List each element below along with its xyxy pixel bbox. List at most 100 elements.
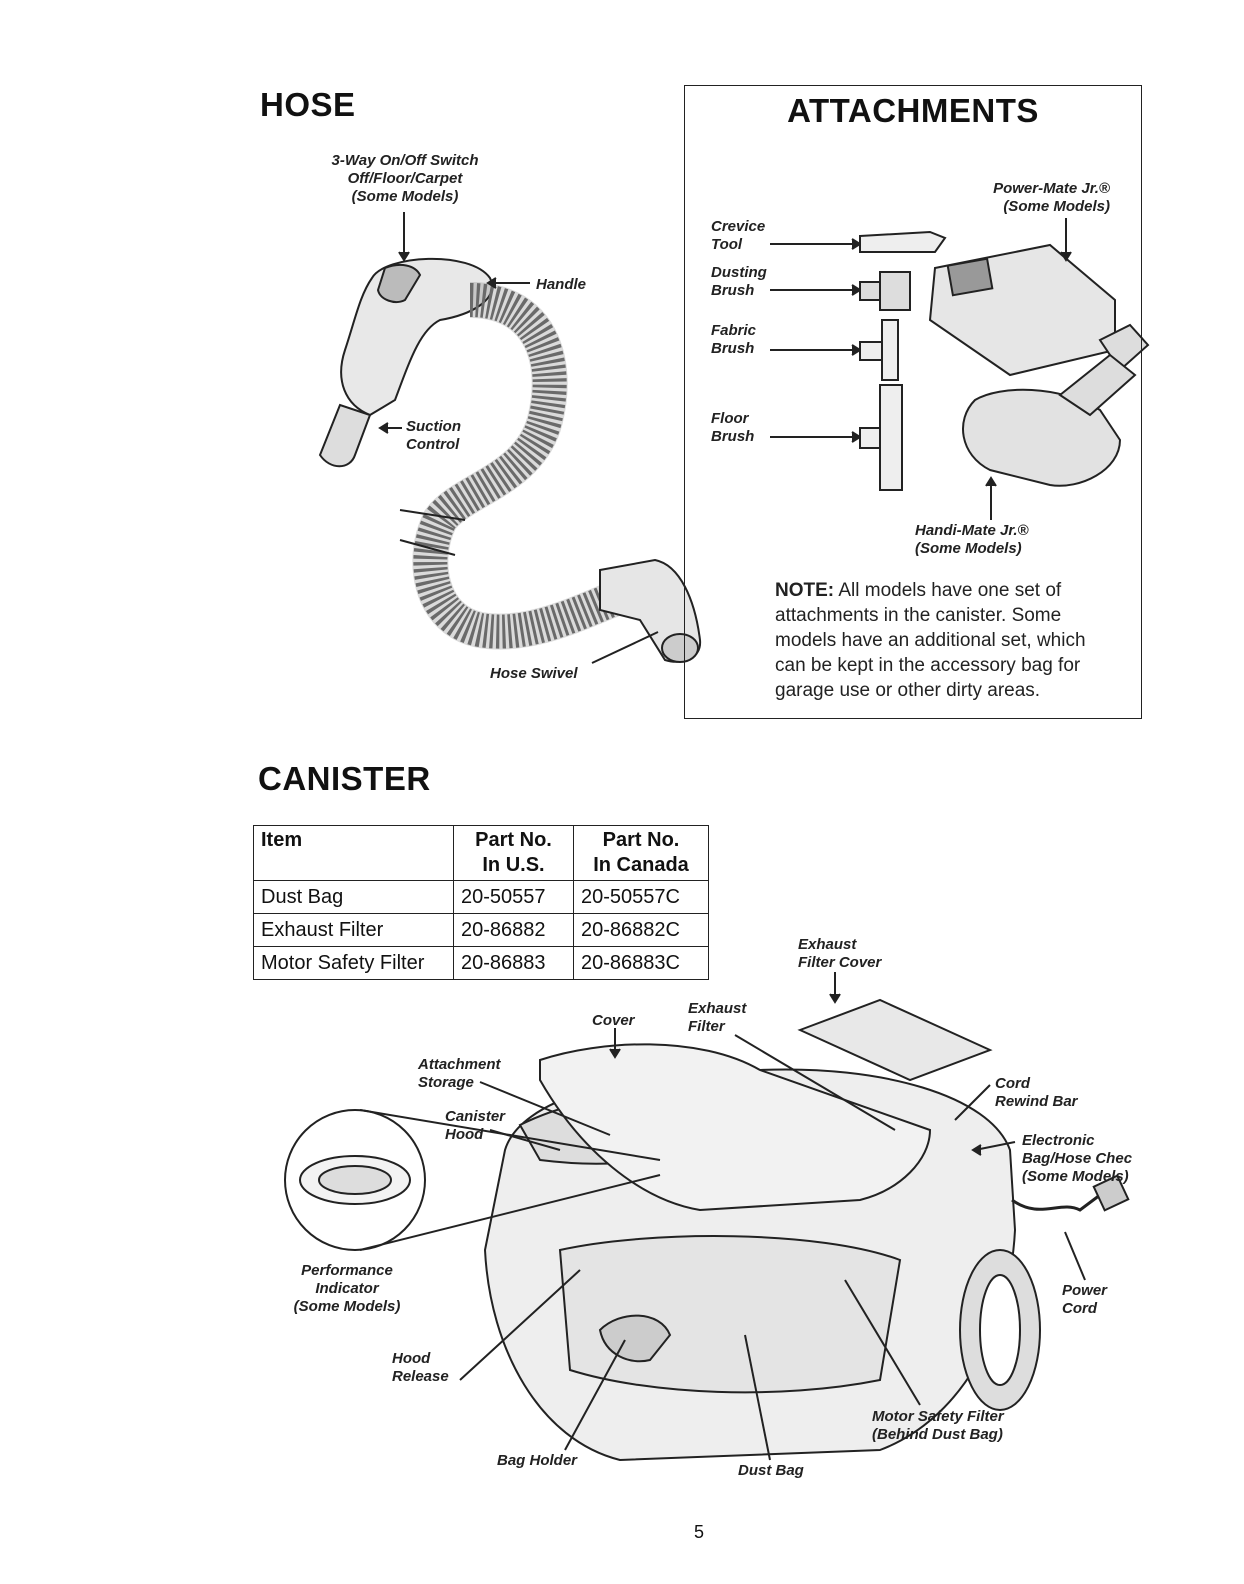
fabric-brush-label: Fabric Brush: [711, 322, 756, 358]
canister-cover-drawing: [539, 1043, 932, 1212]
hose-coil-drawing: [413, 283, 645, 649]
label-line: Control: [406, 436, 460, 453]
note-label: NOTE:: [775, 580, 835, 601]
label-line: (Some Models): [351, 188, 459, 205]
dust-bag-label: Dust Bag: [738, 1462, 804, 1479]
label-line: Exhaust: [688, 1000, 747, 1017]
header-line: In Canada: [593, 854, 689, 876]
label-line: (Behind Dust Bag): [872, 1426, 1003, 1443]
label-line: Off/Floor/Carpet: [347, 170, 463, 187]
label-line: Attachment: [418, 1056, 501, 1073]
electronic-bag-hose-check-label: Electronic Bag/Hose Chec (Some Models): [1022, 1132, 1132, 1186]
note-line: attachments in the canister. Some: [775, 605, 1062, 626]
dust-bag-drawing: [558, 1235, 902, 1394]
label-line: Cord: [1062, 1300, 1097, 1317]
canister-heading: CANISTER: [258, 760, 431, 797]
label-line: (Some Models): [915, 540, 1022, 557]
table-cell: 20-86882: [453, 913, 574, 947]
label-line: Rewind Bar: [995, 1093, 1078, 1110]
label-line: Storage: [418, 1074, 474, 1091]
table-header-cell: Part No. In U.S.: [453, 825, 574, 881]
table-cell: 20-86882C: [573, 913, 709, 947]
exhaust-filter-label: Exhaust Filter: [688, 1000, 746, 1036]
power-mate-label: Power-Mate Jr.® (Some Models): [990, 180, 1110, 216]
cord-rewind-bar-label: Cord Rewind Bar: [995, 1075, 1078, 1111]
label-line: Motor Safety Filter: [872, 1408, 1004, 1425]
table-cell: 20-50557: [453, 880, 574, 914]
power-cord-drawing: [1011, 1193, 1101, 1212]
label-line: Bag/Hose Chec: [1022, 1150, 1133, 1167]
performance-indicator-label: Performance Indicator (Some Models): [282, 1262, 412, 1316]
label-line: Indicator: [315, 1280, 379, 1297]
label-line: 3-Way On/Off Switch: [331, 152, 479, 169]
page-number: 5: [694, 1522, 705, 1542]
table-cell: 20-86883: [453, 946, 574, 980]
label-line: Brush: [711, 428, 755, 445]
label-line: Fabric: [711, 322, 757, 339]
label-line: Cord: [995, 1075, 1030, 1092]
hose-switch-label: 3-Way On/Off Switch Off/Floor/Carpet (So…: [300, 152, 510, 206]
note-line: garage use or other dirty areas.: [775, 680, 1041, 701]
parts-table: Item Part No. In U.S. Part No. In Canada…: [253, 825, 709, 980]
floor-brush-label: Floor Brush: [711, 410, 754, 446]
label-line: Tool: [711, 236, 743, 253]
label-line: Filter: [688, 1018, 725, 1035]
motor-safety-filter-label: Motor Safety Filter (Behind Dust Bag): [872, 1408, 1004, 1444]
table-cell: 20-50557C: [573, 880, 709, 914]
label-line: (Some Models): [1003, 198, 1110, 215]
canister-hood-label: Canister Hood: [445, 1108, 505, 1144]
label-line: Canister: [445, 1108, 506, 1125]
cover-label: Cover: [592, 1012, 635, 1029]
attachments-heading: ATTACHMENTS: [787, 92, 1039, 129]
dusting-brush-label: Dusting Brush: [711, 264, 767, 300]
attachments-note: NOTE: All models have one set of attachm…: [775, 578, 1130, 703]
label-line: Power: [1062, 1282, 1108, 1299]
label-line: Filter Cover: [798, 954, 882, 971]
hose-handle-label: Handle: [536, 276, 587, 293]
label-line: Handi-Mate Jr.®: [915, 522, 1029, 539]
handi-mate-drawing: [962, 388, 1122, 487]
label-line: Crevice: [711, 218, 766, 235]
label-line: Floor: [711, 410, 749, 427]
label-line: Power-Mate Jr.®: [993, 180, 1110, 197]
fabric-brush-drawing: [859, 319, 899, 381]
crevice-tool-drawing: [859, 230, 947, 253]
dusting-brush-drawing: [859, 271, 911, 311]
note-line: NOTE: All models have one set of: [775, 578, 1130, 603]
attachments-box: [684, 85, 1142, 719]
table-cell: Exhaust Filter: [253, 913, 454, 947]
hose-handle-drawing: [340, 257, 493, 417]
header-line: In U.S.: [482, 854, 545, 876]
label-line: Release: [392, 1368, 449, 1385]
label-line: Electronic: [1022, 1132, 1095, 1149]
note-line: can be kept in the accessory bag for: [775, 655, 1081, 676]
label-line: Hood: [445, 1126, 484, 1143]
power-cord-label: Power Cord: [1062, 1282, 1107, 1318]
note-line: models have an additional set, which: [775, 630, 1086, 651]
table-row: Dust Bag 20-50557 20-50557C: [253, 880, 709, 914]
label-line: Dusting: [711, 264, 767, 281]
floor-brush-drawing: [859, 384, 903, 491]
label-line: Performance: [301, 1262, 393, 1279]
table-cell: 20-86883C: [573, 946, 709, 980]
exhaust-filter-cover-drawing: [797, 998, 993, 1082]
bag-holder-label: Bag Holder: [497, 1452, 578, 1469]
table-header-cell: Part No. In Canada: [573, 825, 709, 881]
label-line: Brush: [711, 340, 755, 357]
suction-control-label: Suction Control: [406, 418, 461, 454]
table-row: Motor Safety Filter 20-86883 20-86883C: [253, 946, 709, 980]
hood-release-label: Hood Release: [392, 1350, 449, 1386]
crevice-tool-label: Crevice Tool: [711, 218, 765, 254]
table-cell: Motor Safety Filter: [253, 946, 454, 980]
handi-mate-label: Handi-Mate Jr.® (Some Models): [915, 522, 1029, 558]
hose-swivel-label: Hose Swivel: [490, 665, 578, 682]
table-header-cell: Item: [253, 825, 454, 881]
note-text: All models have one set of: [838, 580, 1062, 601]
attachment-storage-label: Attachment Storage: [418, 1056, 501, 1092]
label-line: Suction: [406, 418, 461, 435]
header-line: Part No.: [475, 829, 552, 851]
header-line: Part No.: [602, 829, 680, 851]
table-header-row: Item Part No. In U.S. Part No. In Canada: [253, 825, 709, 881]
exhaust-filter-cover-label: Exhaust Filter Cover: [798, 936, 881, 972]
